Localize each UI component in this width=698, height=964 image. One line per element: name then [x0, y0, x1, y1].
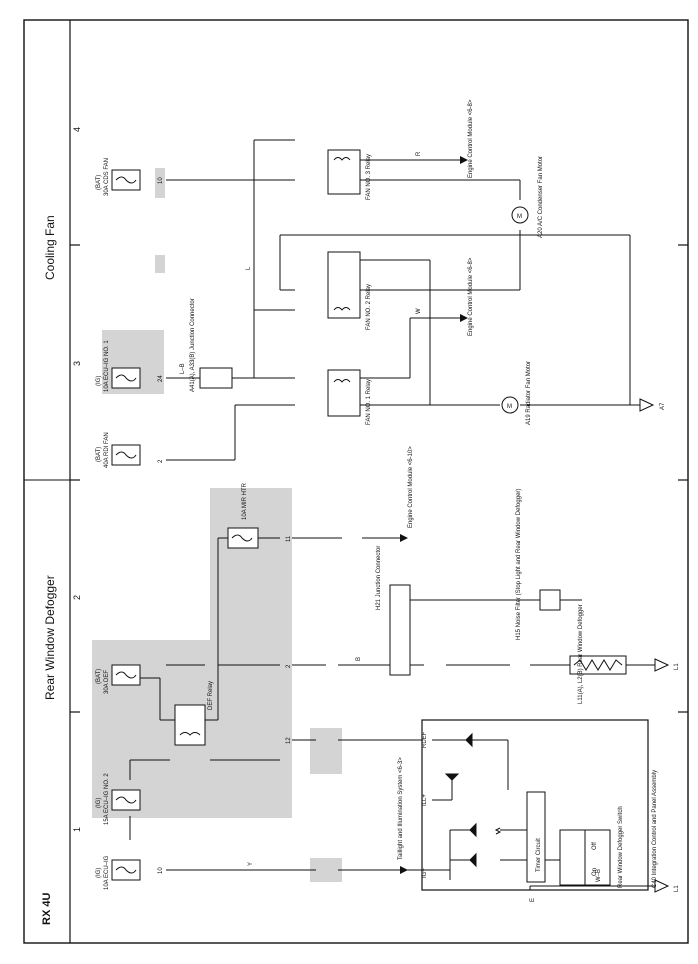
- column-label-3: 3: [72, 361, 82, 366]
- column-label-1: 1: [72, 827, 82, 832]
- fuse-ecu-ig-source: (IG): [96, 868, 102, 878]
- wire-wb: W–B: [596, 869, 602, 882]
- cooling-fan-wires: [166, 139, 640, 461]
- wire-r: R: [416, 151, 422, 156]
- timer-circuit: [526, 791, 546, 883]
- page-frame: [23, 19, 689, 944]
- fuse-rdi-fan-label: 40A RDI FAN: [104, 432, 110, 468]
- pin-mir-htr: 11: [286, 535, 292, 542]
- ref-ecm-defogger: Engine Control Module <6-10>: [408, 446, 414, 528]
- fuse-ecu-ig-no1-source: (IG): [96, 376, 102, 386]
- defogger-heater-label: L11(A), L2(B) Rear Window Defogger: [578, 604, 584, 704]
- ground-a7: A7: [660, 402, 666, 410]
- fuse-rdi-fan: [111, 444, 141, 466]
- pin-cds-fan: 10: [158, 177, 164, 184]
- column-label-4: 4: [72, 127, 82, 132]
- page-code: RX 4U: [41, 893, 53, 925]
- wire-b: B: [356, 657, 362, 661]
- fuse-cds-fan: [111, 169, 141, 191]
- fuse-ecu-ig-no2-source: (IG): [96, 798, 102, 808]
- relay-fan-1-label: FAN NO. 1 Relay: [366, 379, 372, 425]
- noise-filter: [539, 589, 561, 611]
- switch-label-off: Off: [592, 842, 598, 850]
- pin-rdi-fan: 2: [158, 459, 164, 463]
- wire-l: L: [246, 266, 252, 270]
- pin-def: 2: [286, 664, 292, 668]
- terminal-rdef: RDEF: [422, 731, 428, 748]
- relay-def-label: DEF Relay: [208, 681, 214, 710]
- pin-ecu-ig-no2: 12: [286, 737, 292, 744]
- c40-label: C40 Integration Control and Panel Assemb…: [652, 770, 658, 888]
- terminal-ig: IG+: [422, 868, 428, 878]
- column-label-2: 2: [72, 595, 82, 600]
- wire-lb: L–B: [180, 363, 186, 374]
- ref-taillight: Taillight and Illumination System <6-3>: [398, 757, 404, 860]
- condenser-fan-motor: [511, 206, 529, 224]
- switch-label-on: On: [592, 868, 598, 876]
- junction-connector-h21: [389, 584, 411, 676]
- fuse-mir-htr-label: 10A MIR HTR: [242, 482, 248, 520]
- integration-control-panel-box: [421, 719, 649, 891]
- section-title-cooling-fan: Cooling Fan: [43, 215, 57, 280]
- fuse-ecu-ig-no1-label: 10A ECU–IG NO. 1: [104, 340, 110, 392]
- radiator-fan-motor-label: A19 Radiator Fan Motor: [526, 361, 532, 425]
- ref-ecm-fan2: Engine Control Module <6-8>: [468, 257, 474, 336]
- fuse-cds-fan-label: 30A CDS FAN: [104, 158, 110, 196]
- condenser-fan-motor-label: A20 A/C Condenser Fan Motor: [538, 156, 544, 238]
- rear-window-defogger-heater: [569, 655, 627, 675]
- diode-group: [444, 732, 477, 868]
- reference-arrows: [400, 156, 468, 874]
- defogger-wires: [129, 537, 655, 890]
- fuse-ecu-ig: [111, 859, 141, 881]
- resistor-1: [494, 827, 502, 835]
- radiator-fan-motor: [501, 396, 519, 414]
- switch-label: Rear Window Defogger Switch: [618, 806, 624, 888]
- relay-fan-3: [327, 149, 361, 195]
- radiator-fan-motor-symbol: M: [507, 404, 512, 410]
- junction-block-shading: [92, 168, 342, 882]
- relay-fan-2-label: FAN NO. 2 Relay: [366, 284, 372, 330]
- condenser-fan-motor-symbol: M: [517, 214, 522, 220]
- fuse-def-label: 30A DEF: [104, 670, 110, 694]
- timer-circuit-label: Timer Circuit: [536, 838, 542, 872]
- ground-l1-a: L1: [674, 885, 680, 892]
- fuse-def-source: (BAT): [96, 669, 102, 684]
- relay-fan-2: [327, 251, 361, 319]
- ground-symbols: [639, 398, 670, 893]
- terminal-e: E: [530, 898, 536, 902]
- fuse-ecu-ig-label: 10A ECU–IG: [104, 855, 110, 890]
- h21-label: H21 Junction Connector: [376, 546, 382, 610]
- column-ticks: [70, 244, 688, 713]
- fuse-def: [111, 664, 141, 686]
- wire-w: W: [416, 308, 422, 314]
- section-title-defogger: Rear Window Defogger: [43, 575, 57, 700]
- a41-label: A41(A), A33(B) Junction Connector: [190, 298, 196, 392]
- relay-def: [174, 704, 206, 746]
- fuse-rdi-fan-source: (BAT): [96, 447, 102, 462]
- fuse-mir-htr: [227, 527, 259, 549]
- fuse-ecu-ig-no2-label: 15A ECU–IG NO. 2: [104, 773, 110, 825]
- ground-l1-b: L1: [674, 663, 680, 670]
- heater-element: [573, 659, 623, 671]
- fuse-ecu-ig-no2: [111, 789, 141, 811]
- relay-fan-1: [327, 369, 361, 417]
- terminal-ill: ILL+: [422, 794, 428, 806]
- pin-ecu-ig-no1: 24: [158, 375, 164, 382]
- noise-filter-label: H15 Noise Filter (Stop Light and Rear Wi…: [516, 489, 522, 640]
- ref-ecm-fan3: Engine Control Module <6-8>: [468, 99, 474, 178]
- pin-ecu-ig: 10: [158, 867, 164, 874]
- junction-connector-a41: [199, 367, 233, 389]
- fuse-ecu-ig-no1: [111, 367, 141, 389]
- relay-fan-3-label: FAN NO. 3 Relay: [366, 154, 372, 200]
- fuse-cds-fan-source: (BAT): [96, 175, 102, 190]
- wire-y: Y: [248, 862, 254, 866]
